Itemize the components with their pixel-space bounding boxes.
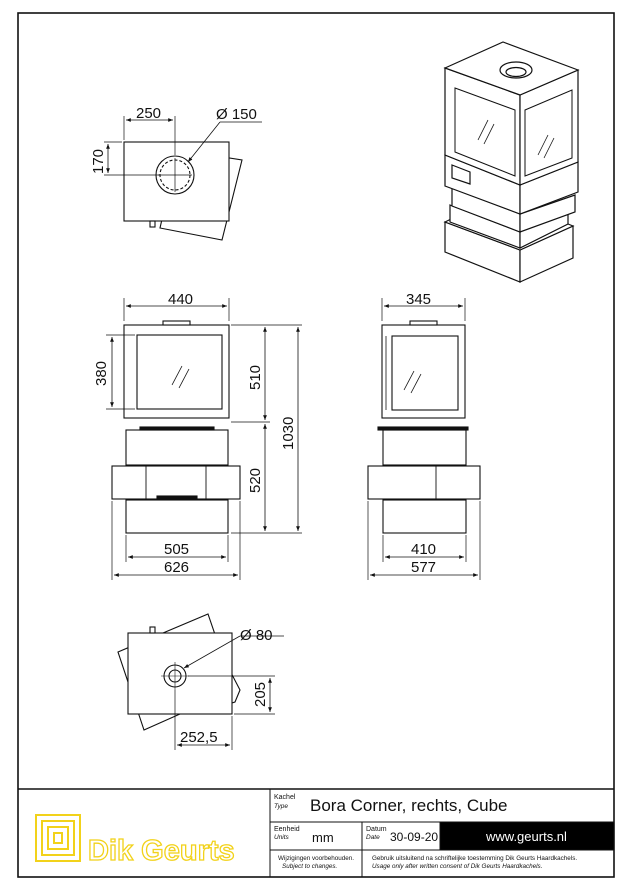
date-label-en: Date [366, 834, 380, 841]
note-usage: Gebruik uitsluitend na schriftelijke toe… [372, 855, 577, 862]
bottom-offset-y-label: 205 [252, 682, 269, 707]
date-value: 30-09-20 [390, 830, 438, 844]
front-upper-height-label: 510 [247, 365, 264, 390]
front-glass-height-label: 380 [93, 361, 110, 386]
title-block [18, 788, 615, 877]
front-view [106, 298, 302, 580]
bottom-inlet-label: Ø 80 [240, 627, 273, 644]
bottom-view [117, 613, 284, 750]
isometric-view [443, 41, 580, 283]
side-total-width-label: 577 [411, 559, 436, 576]
front-total-width-label: 626 [164, 559, 189, 576]
note-usage-en: Usage only after written consent of Dik … [372, 863, 542, 870]
unit-label: Eenheid [274, 826, 300, 833]
sheet-border [17, 12, 615, 878]
side-top-width-label: 345 [406, 291, 431, 308]
note-change: Wijzigingen voorbehouden. [278, 855, 354, 862]
front-lower-height-label: 520 [247, 468, 264, 493]
bottom-offset-x-label: 252,5 [180, 729, 218, 746]
side-view [367, 298, 481, 580]
logo-text: Dik Geurts [88, 835, 235, 867]
note-change-en: Subject to changes. [282, 863, 337, 870]
website-link[interactable]: www.geurts.nl [485, 829, 567, 844]
top-view-width-label: 250 [136, 105, 161, 122]
unit-label-en: Units [274, 834, 290, 841]
top-view-height-label: 170 [90, 149, 107, 174]
front-base-width-label: 505 [164, 541, 189, 558]
top-view [104, 116, 262, 241]
side-base-width-label: 410 [411, 541, 436, 558]
type-label-en: Type [274, 803, 288, 810]
top-view-flue-label: Ø 150 [216, 106, 257, 123]
date-label: Datum [366, 826, 387, 833]
front-top-width-label: 440 [168, 291, 193, 308]
type-value: Bora Corner, rechts, Cube [310, 796, 507, 815]
dik-geurts-logo [35, 814, 81, 862]
front-total-height-label: 1030 [280, 417, 297, 450]
type-label: Kachel [274, 794, 296, 801]
unit-value: mm [312, 830, 334, 845]
